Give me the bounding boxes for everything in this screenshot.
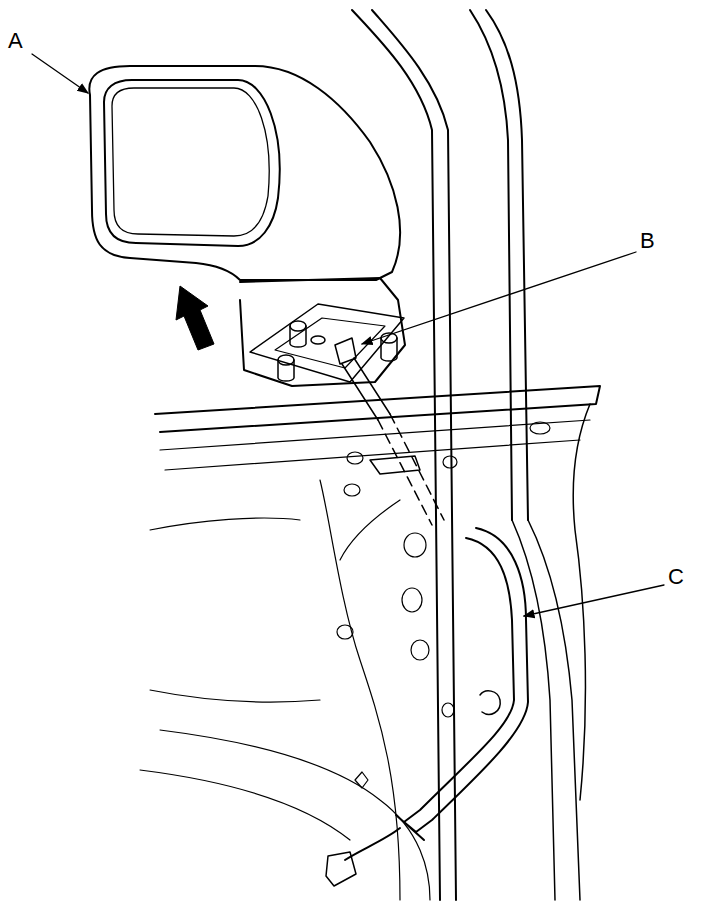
callout-letter: C xyxy=(668,566,684,588)
callout-letter: A xyxy=(8,30,23,52)
callout-letter: B xyxy=(640,230,655,252)
